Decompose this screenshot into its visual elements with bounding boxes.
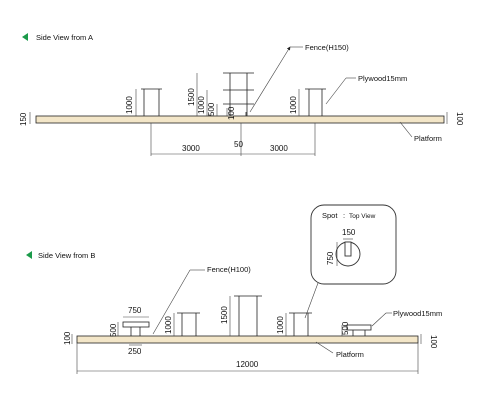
view-b-post-1-height: 1000 (164, 316, 173, 334)
view-b-post-3: 1000 (276, 312, 312, 336)
view-b-platform-label: Platform (336, 350, 364, 359)
view-b-platform (76, 335, 419, 344)
spot-separator: : (343, 211, 345, 220)
view-a-span-left: 3000 (182, 144, 200, 153)
view-a-post-2-low: 500 (207, 102, 216, 116)
view-a-plywood-label: Plywood15mm (358, 74, 407, 83)
view-a-left-height: 150 (19, 112, 28, 126)
view-b-post-3-height: 1000 (276, 316, 285, 334)
view-a-title: Side View from A (36, 33, 93, 42)
spot-slot (344, 241, 352, 257)
view-b-table-height: 500 (109, 323, 118, 337)
view-b-right-table: 500 (341, 321, 372, 336)
view-a-post-3: 1000 (289, 88, 326, 116)
view-b-left-height: 100 (63, 331, 72, 345)
view-b-right-small: 500 (341, 321, 350, 335)
view-a-center-small: 100 (227, 106, 236, 120)
view-a: Side View from A 150 100 1000 1500 1000 (19, 33, 464, 156)
spot-subtitle: Top View (349, 213, 376, 220)
view-a-post-2-mid: 1000 (197, 96, 206, 114)
view-b-table-base: 250 (128, 347, 142, 356)
view-b-table: 750 500 250 (109, 306, 150, 356)
view-b-post-2-height: 1500 (220, 306, 229, 324)
view-b-table-width: 750 (128, 306, 142, 315)
view-a-span-right: 3000 (270, 144, 288, 153)
view-a-center-width: 50 (234, 140, 243, 149)
view-a-post-2-total: 1500 (187, 88, 196, 106)
view-b-fence-label: Fence(H100) (207, 265, 251, 274)
view-b-title: Side View from B (38, 251, 95, 260)
view-b: Side View from B 100 100 750 500 250 100… (26, 251, 442, 374)
spot-top-view: Spot : Top View 150 750 (304, 204, 397, 319)
view-a-marker-icon (22, 33, 28, 41)
view-b-post-1: 1000 (164, 312, 200, 336)
view-b-post-2: 1500 (220, 295, 262, 336)
view-a-right-height: 100 (455, 112, 464, 126)
view-a-post-2: 1500 1000 500 100 (187, 72, 254, 120)
view-b-plywood-label: Plywood15mm (393, 309, 442, 318)
view-a-platform-label: Platform (414, 134, 442, 143)
view-b-marker-icon (26, 251, 32, 259)
spot-width: 150 (342, 228, 356, 237)
view-b-total-length: 12000 (236, 360, 259, 369)
view-b-right-height: 100 (429, 335, 438, 349)
spot-title: Spot (322, 211, 338, 220)
view-a-fence-label: Fence(H150) (305, 43, 349, 52)
view-a-post-1-height: 1000 (125, 96, 134, 114)
view-a-post-3-height: 1000 (289, 96, 298, 114)
view-a-platform (35, 115, 445, 124)
view-a-post-1: 1000 (125, 88, 162, 116)
spot-depth: 750 (326, 251, 335, 265)
